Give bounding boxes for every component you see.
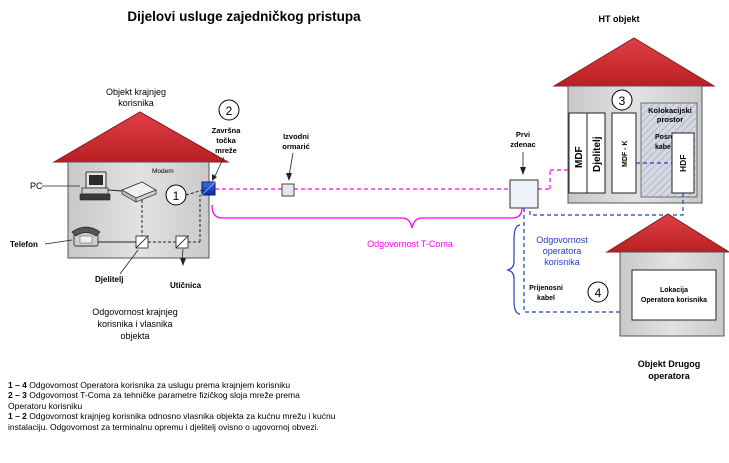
odg-krajnjeg-line1: Odgovornost krajnjeg <box>92 307 178 317</box>
objekt-drugog-line2: operatora <box>648 371 691 381</box>
legend-line-2: 2 – 3 Odgovornost T-Coma za tehničke par… <box>8 390 300 401</box>
hdf-label: HDF <box>678 155 688 172</box>
drugi-operator-house <box>605 213 729 337</box>
mdf-k-label: MDF - K <box>622 141 629 167</box>
pc-icon <box>79 171 111 201</box>
prvi-zdenac-icon <box>509 179 539 209</box>
kolokacijski-line2: prostor <box>657 115 683 124</box>
odg-operatora-line1: Odgovornost <box>536 235 588 245</box>
prijenosni-line2: kabel <box>537 295 555 302</box>
posredni-line2: kabel <box>655 144 673 151</box>
legend-line-3: Operatoru korisniku <box>8 400 83 411</box>
marker-4-label: 4 <box>595 286 602 300</box>
legend-line-4: 1 – 2 Odgovornost krajnjeg korisnika odn… <box>8 411 336 422</box>
marker-2 <box>218 99 240 121</box>
mdf-label: MDF <box>574 146 585 168</box>
odg-operatora-line2: operatora <box>543 246 582 256</box>
prvi-line2: zdenac <box>510 140 535 149</box>
djelitelj-label: Djelitelj <box>95 275 123 284</box>
prijenosni-line1: Prijenosni <box>529 285 563 292</box>
ht-objekt-label: HT objekt <box>598 14 639 24</box>
tcom-brace <box>211 204 523 229</box>
telefon-icon <box>71 226 101 247</box>
odg-krajnjeg-line2: korisnika i vlasnika <box>97 319 172 329</box>
marker-2-label: 2 <box>226 104 233 118</box>
marker-3-label: 3 <box>619 94 626 108</box>
modem-label: Modem <box>152 168 174 175</box>
legend-line-1: 1 – 4 Odgovornost Operatora korisnika za… <box>8 380 291 390</box>
izvodni-line2: ormarić <box>282 142 310 151</box>
lokacija-box <box>631 269 717 321</box>
diagram-title: Dijelovi usluge zajedničkog pristupa <box>127 9 361 24</box>
objekt-drugog-line1: Objekt Drugog <box>638 359 701 369</box>
djelitelj-icon <box>135 235 149 249</box>
mdf-k-block <box>611 112 637 194</box>
marker-3 <box>611 89 633 111</box>
odg-tcom-label: Odgovornost T-Coma <box>367 239 453 249</box>
objekt-krajnjeg-line2: korisnika <box>118 98 154 108</box>
posredni-line1: Posredni <box>655 134 685 141</box>
operator-brace <box>506 224 521 315</box>
ht-roof <box>552 37 716 87</box>
legend-line-5: instalaciju. Odgovornost za terminalnu o… <box>8 421 319 432</box>
zavrsna-line2: točka <box>216 136 236 145</box>
lokacija-line2: Operatora korisnika <box>641 297 707 304</box>
modem-icon <box>120 181 158 203</box>
djelitelj-vert-label: Djelitelj <box>592 136 603 172</box>
end-user-roof <box>52 111 230 163</box>
zavrsna-line1: Završna <box>212 126 242 135</box>
lokacija-line1: Lokacija <box>660 287 688 294</box>
prvi-line1: Prvi <box>516 130 530 139</box>
drugi-operator-roof <box>605 213 729 253</box>
odg-krajnjeg-line3: objekta <box>120 331 149 341</box>
marker-1-label: 1 <box>173 189 180 203</box>
uticnica-label: Utičnica <box>170 281 202 290</box>
objekt-krajnjeg-line1: Objekt krajnjeg <box>106 87 166 97</box>
pc-label: PC <box>30 181 43 191</box>
telefon-label: Telefon <box>10 240 38 249</box>
izvodni-line1: Izvodni <box>283 132 309 141</box>
marker-4 <box>587 281 609 303</box>
zavrsna-line3: mreže <box>215 146 237 155</box>
legend: 1 – 4 Odgovornost Operatora korisnika za… <box>8 380 508 432</box>
kolokacijski-line1: Kolokacijski <box>648 106 692 115</box>
izvodni-ormaric-icon <box>281 183 295 197</box>
odg-operatora-line3: korisnika <box>544 257 580 267</box>
uticnica-icon <box>175 235 189 249</box>
